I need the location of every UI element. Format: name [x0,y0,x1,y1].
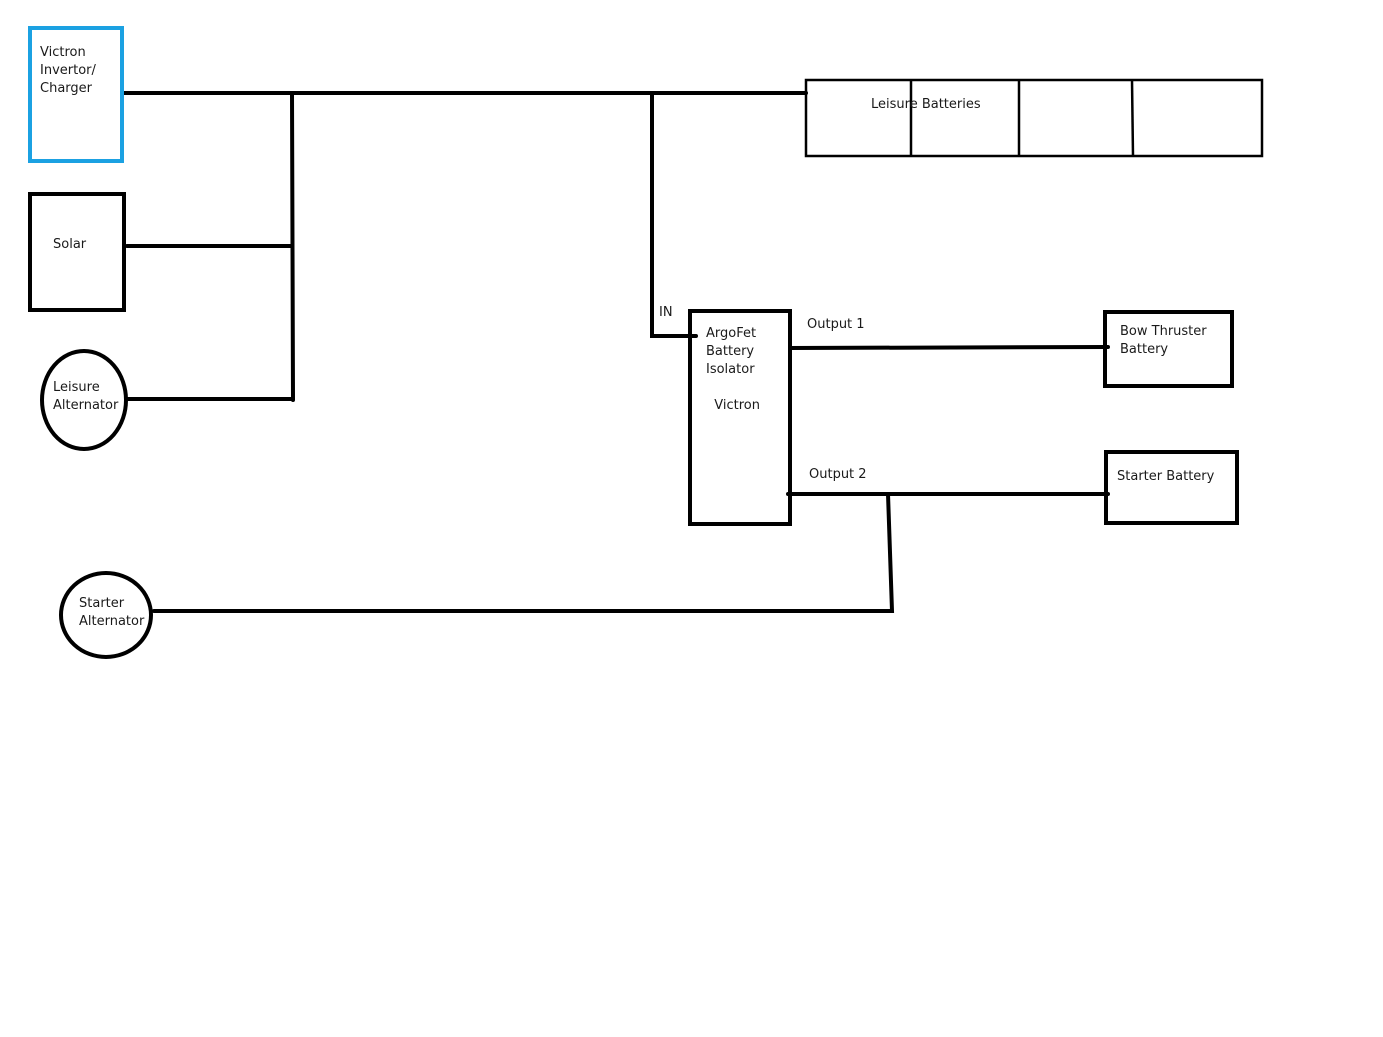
starter-alternator-circle [59,571,153,659]
solar-box [28,192,126,312]
isolator-box [688,309,792,526]
solar-label: Solar [53,237,87,252]
starter-battery-label: Starter Battery [1117,469,1215,484]
bow-thruster-battery-label: Bow Thruster Battery [1120,324,1207,357]
bow-thruster-battery-box [1103,310,1234,388]
output1-wire [788,345,1110,350]
inverter-charger-box [28,26,124,163]
leisure-alternator-label: Leisure Alternator [53,380,119,413]
leisure-batteries-bank [804,78,1264,158]
isolator-label: ArgoFet Battery Isolator Victron [706,326,760,413]
starter-alternator-label: Starter Alternator [79,596,145,629]
inverter-charger-label: Victron Invertor/ Charger [40,45,96,96]
leisure-battery-divider [1130,79,1135,157]
port-output2-label: Output 2 [809,467,867,482]
leisure-batteries-label: Leisure Batteries [871,97,981,112]
leisure-alternator-circle [40,349,128,451]
port-in-label: IN [659,305,673,320]
isolator-in-wire [650,91,698,338]
port-output1-label: Output 1 [807,317,865,332]
starter-alternator-wire [152,492,895,613]
starter-battery-box [1104,450,1239,525]
